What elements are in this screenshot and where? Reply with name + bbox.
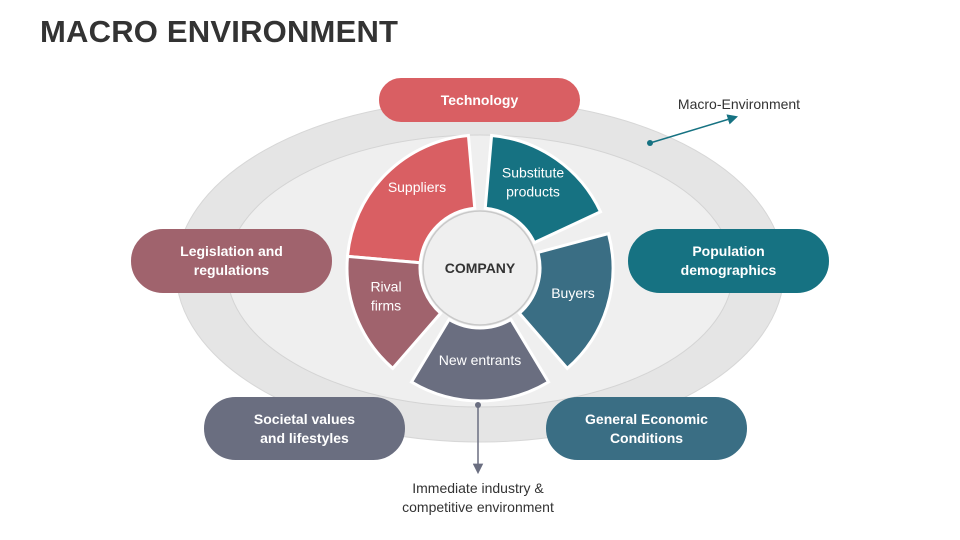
segment-label-suppliers: Suppliers xyxy=(388,179,446,195)
macro-environment-annotation: Macro-Environment xyxy=(677,96,801,112)
segment-buyers xyxy=(517,231,615,371)
industry-annotation: Immediate industry & competitive environ… xyxy=(402,480,554,515)
page-title: MACRO ENVIRONMENT xyxy=(40,14,399,49)
segment-suppliers xyxy=(345,133,477,265)
factor-technology: Technology xyxy=(379,78,580,122)
factor-legislation-regulations: Legislation and regulations xyxy=(131,229,332,293)
segment-rival-firms xyxy=(345,254,443,371)
segment-label-buyers: Buyers xyxy=(551,285,595,301)
segment-substitute-products xyxy=(483,133,603,245)
factor-population-demographics: Population demographics xyxy=(628,229,829,293)
macro-environment-arrow-dot xyxy=(647,140,653,146)
company-circle xyxy=(422,210,538,326)
factor-general-economic-conditions: General Economic Conditions xyxy=(546,397,747,460)
industry-arrow-dot xyxy=(475,402,481,408)
company-label: COMPANY xyxy=(445,260,516,276)
segment-new-entrants xyxy=(409,317,551,403)
segment-label-new-entrants: New entrants xyxy=(439,352,521,368)
factor-societal-values-lifestyles: Societal values and lifestyles xyxy=(204,397,405,460)
macro-environment-arrow xyxy=(649,114,739,144)
